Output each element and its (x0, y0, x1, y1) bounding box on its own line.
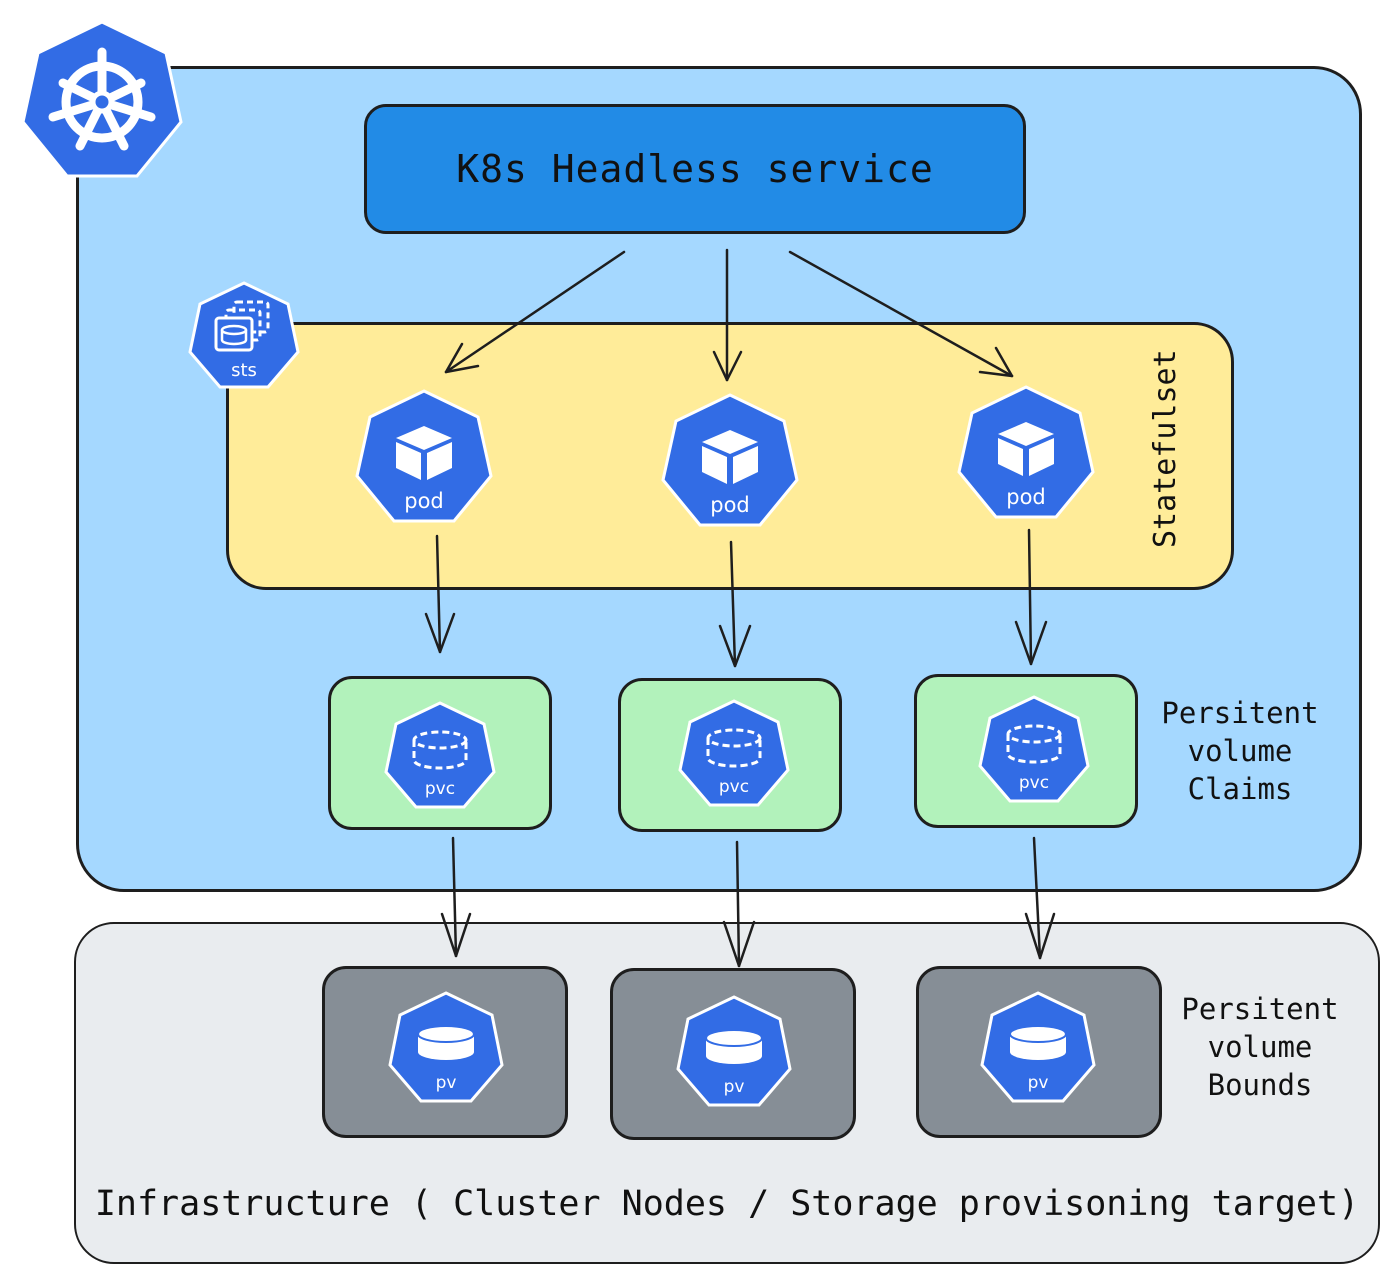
statefulset-icon: sts (188, 281, 300, 389)
pod-label-2: pod (710, 493, 750, 517)
pvc-icon-3: pvc (978, 695, 1090, 803)
pod-icon-1: pod (355, 389, 493, 523)
pod-icon-3: pod (957, 385, 1095, 519)
headless-service-box: K8s Headless service (364, 104, 1026, 234)
kubernetes-wheel-icon (21, 20, 183, 178)
pvc-icon-1: pvc (384, 701, 496, 809)
statefulset-icon-label: sts (231, 360, 257, 381)
pv-label-2: pv (724, 1077, 745, 1097)
pv-group-label-line1: Persitent (1181, 992, 1339, 1026)
pod-icon-2: pod (661, 393, 799, 527)
pvc-group-label: Persitent volume Claims (1160, 694, 1320, 808)
pvc-group-label-line3: Claims (1187, 772, 1293, 806)
headless-service-label: K8s Headless service (456, 147, 934, 191)
pv-icon-1: pv (388, 991, 504, 1103)
pvc-group-label-line1: Persitent (1161, 696, 1319, 730)
pv-group-label-line3: Bounds (1207, 1068, 1313, 1102)
pvc-icon-2: pvc (678, 699, 790, 807)
pv-label-1: pv (436, 1073, 457, 1093)
pod-label-1: pod (404, 489, 444, 513)
pv-group-label: Persitent volume Bounds (1180, 990, 1340, 1104)
pvc-label-2: pvc (719, 777, 749, 797)
pv-label-3: pv (1028, 1073, 1049, 1093)
pod-label-3: pod (1006, 485, 1046, 509)
pvc-label-3: pvc (1019, 773, 1049, 793)
pv-icon-3: pv (980, 991, 1096, 1103)
pv-group-label-line2: volume (1207, 1030, 1313, 1064)
pvc-label-1: pvc (425, 779, 455, 799)
infrastructure-label: Infrastructure ( Cluster Nodes / Storage… (94, 1184, 1360, 1224)
pvc-group-label-line2: volume (1187, 734, 1293, 768)
statefulset-label: Statefulset (1148, 349, 1183, 548)
pv-icon-2: pv (676, 995, 792, 1107)
